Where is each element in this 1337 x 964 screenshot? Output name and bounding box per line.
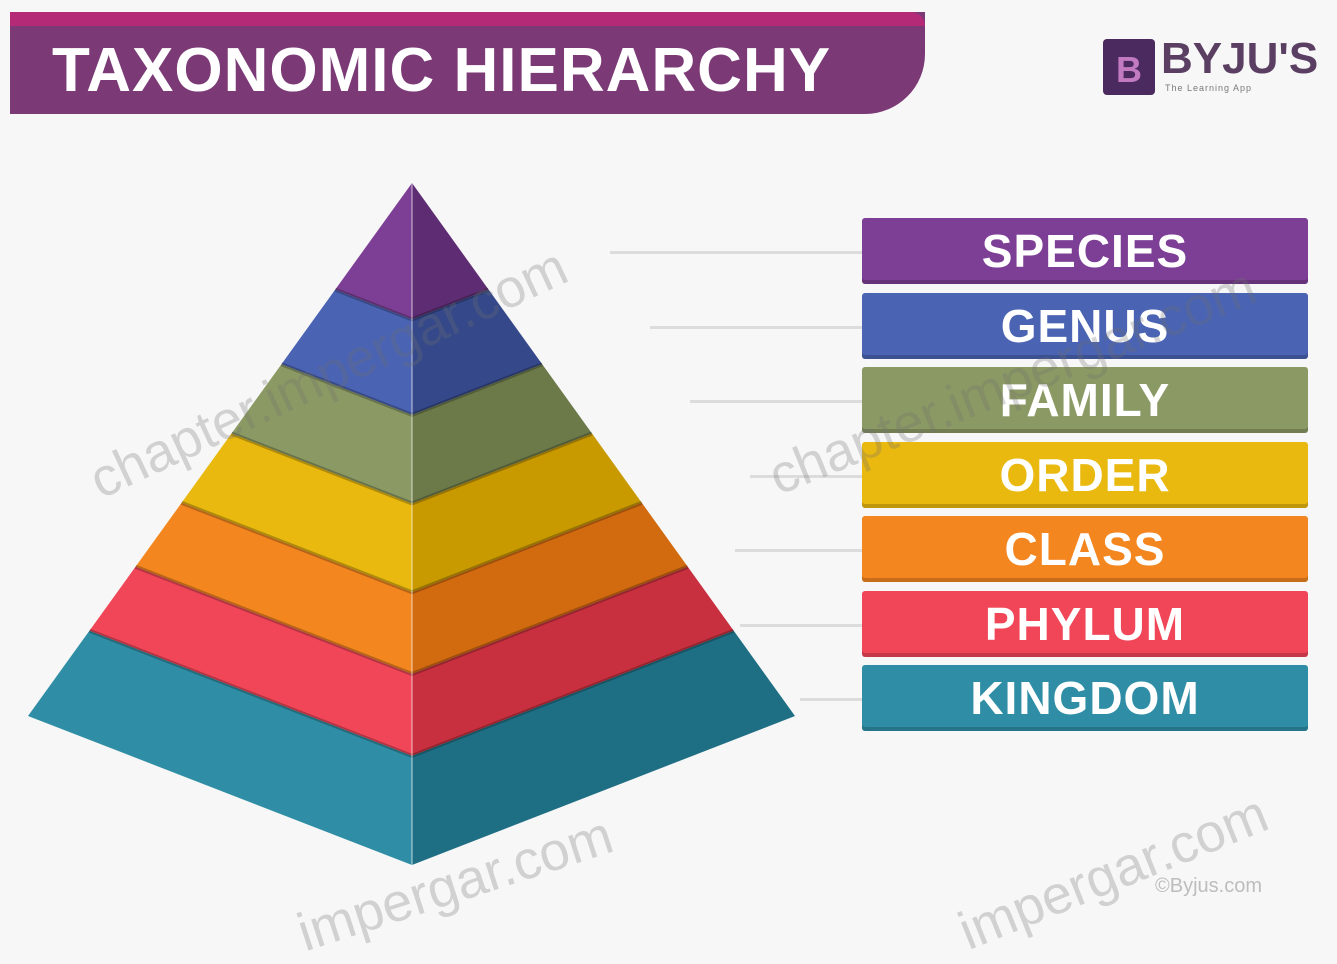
pyramid-layer-family-left-face: [231, 364, 412, 504]
brand-logo: B BYJU'S The Learning App: [1103, 35, 1318, 103]
pyramid-layer-class-right-face: [412, 502, 688, 675]
level-label-text: GENUS: [1000, 299, 1170, 352]
taxonomic-hierarchy-infographic: TAXONOMIC HIERARCHY B BYJU'S The Learnin…: [10, 12, 1318, 963]
connector-line-species: [610, 251, 862, 254]
pyramid-layer-kingdom-left-face: [28, 630, 412, 865]
banner-accent-stripe: [10, 12, 925, 26]
level-label-text: CLASS: [1004, 523, 1166, 575]
level-label-text: SPECIES: [981, 225, 1189, 277]
level-label-text: FAMILY: [999, 374, 1171, 426]
connector-line-genus: [650, 325, 862, 329]
pyramid-layer-divider: [88, 628, 735, 759]
pyramid-layer-genus-right-face: [412, 289, 543, 415]
level-label-family: FAMILY: [862, 367, 1308, 433]
pyramid-layer-order-right-face: [412, 433, 642, 593]
level-label-kingdom: KINGDOM: [862, 665, 1308, 731]
pyramid-layer-divider: [280, 362, 543, 418]
taxonomy-pyramid: [28, 183, 795, 865]
pyramid-layer-divider: [180, 500, 643, 595]
pyramid-layer-phylum-left-face: [89, 566, 412, 756]
connector-line-family: [690, 400, 862, 403]
logo-name: BYJU'S: [1161, 34, 1319, 83]
pyramid-layer-species-right-face: [412, 183, 489, 320]
logo-mark-letter: B: [1116, 49, 1142, 90]
title-banner: TAXONOMIC HIERARCHY: [10, 12, 925, 114]
pyramid-layer-divider: [230, 431, 593, 506]
pyramid-layer-order-left-face: [181, 433, 412, 593]
pyramid-layer-divider: [134, 564, 689, 677]
pyramid-layer-kingdom-right-face: [412, 630, 795, 865]
level-label-species: SPECIES: [862, 218, 1308, 284]
logo-mark-icon: B: [1103, 39, 1155, 95]
level-label-text: PHYLUM: [984, 597, 1186, 650]
level-label-text: KINGDOM: [970, 672, 1200, 724]
pyramid-layer-divider: [334, 287, 490, 322]
level-label-genus: GENUS: [862, 292, 1308, 359]
level-label-text: ORDER: [999, 448, 1171, 501]
pyramid-layer-phylum-right-face: [412, 566, 734, 756]
connector-line-order: [750, 474, 862, 478]
connector-line-phylum: [740, 623, 862, 627]
level-label-phylum: PHYLUM: [862, 590, 1308, 657]
image-credit: ©Byjus.com: [1155, 875, 1262, 897]
connector-line-kingdom: [800, 698, 862, 701]
connector-line-class: [735, 549, 862, 552]
pyramid-layer-species-left-face: [335, 183, 412, 320]
level-label-order: ORDER: [862, 441, 1308, 508]
level-label-class: CLASS: [862, 516, 1308, 582]
page-title: TAXONOMIC HIERARCHY: [52, 36, 832, 105]
pyramid-layer-genus-left-face: [281, 289, 412, 415]
pyramid-layer-class-left-face: [135, 502, 412, 675]
logo-tagline: The Learning App: [1165, 83, 1253, 93]
pyramid-layer-family-right-face: [412, 364, 593, 504]
